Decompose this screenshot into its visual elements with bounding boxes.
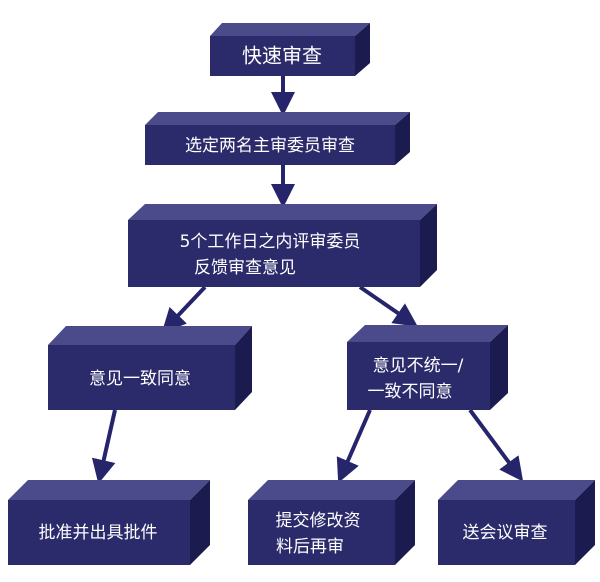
node-approve: 批准并出具批件 <box>8 480 210 565</box>
node-label: 意见不统一/ <box>373 356 464 376</box>
node-disagree: 意见不统一/ 一致不同意 <box>347 325 508 410</box>
node-label: 5个工作日之内评审委员 <box>180 232 361 252</box>
node-meeting-review: 送会议审查 <box>438 480 595 565</box>
node-label: 批准并出具批件 <box>39 523 158 543</box>
node-revise-resubmit: 提交修改资 料后再审 <box>248 480 415 565</box>
arrow-7 <box>468 408 524 482</box>
node-label: 提交修改资 <box>276 511 361 531</box>
node-fast-review: 快速审查 <box>210 23 370 76</box>
node-label: 意见一致同意 <box>89 369 191 389</box>
node-label: 料后再审 <box>276 537 344 557</box>
node-select-two-reviewers: 选定两名主审委员审查 <box>145 112 410 165</box>
node-label: 快速审查 <box>242 44 322 68</box>
node-label: 反馈审查意见 <box>194 258 296 278</box>
arrow-6 <box>336 409 372 484</box>
arrow-4 <box>358 285 418 327</box>
arrows <box>91 76 524 484</box>
node-label: 一致不同意 <box>368 382 453 402</box>
arrow-3 <box>161 285 207 333</box>
node-label: 送会议审查 <box>463 523 548 543</box>
node-feedback: 5个工作日之内评审委员 反馈审查意见 <box>128 204 437 287</box>
arrow-5 <box>91 409 117 484</box>
node-agree: 意见一致同意 <box>48 326 252 410</box>
node-label: 选定两名主审委员审查 <box>185 136 355 156</box>
